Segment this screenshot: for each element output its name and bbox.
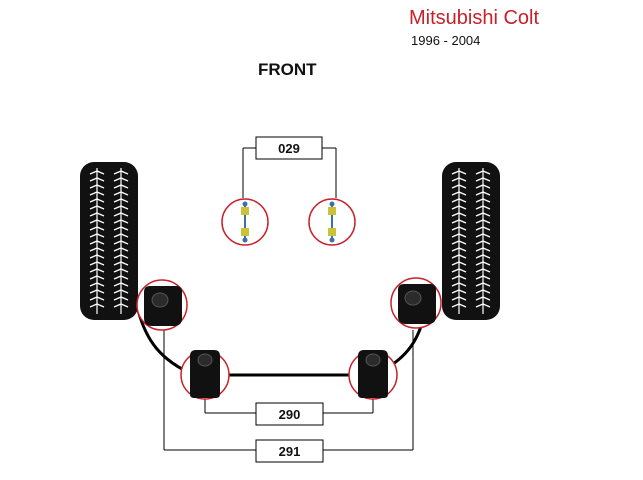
drop-link-bracket: [242, 147, 337, 198]
part-box-291: 291: [255, 439, 324, 463]
left-inner-bush-icon: [180, 350, 230, 400]
anti-roll-bar: [136, 309, 427, 377]
right-drop-link-icon: [308, 198, 356, 246]
right-inner-bush-icon: [348, 350, 398, 400]
part-box-290: 290: [255, 402, 324, 426]
part-box-029: 029: [255, 136, 323, 160]
part-code-290: 290: [279, 407, 301, 422]
part-code-291: 291: [279, 444, 301, 459]
right-outer-bush-icon: [390, 277, 442, 329]
outer-bush-bracket: [163, 330, 414, 451]
left-tyre-icon: [80, 162, 138, 320]
vehicle-title: Mitsubishi Colt: [409, 7, 540, 29]
left-outer-bush-icon: [136, 279, 188, 331]
vehicle-years: 1996 - 2004: [411, 33, 481, 48]
front-label: FRONT: [258, 60, 317, 79]
right-tyre-icon: [442, 162, 500, 320]
inner-bush-bracket: [204, 398, 374, 414]
part-code-029: 029: [278, 141, 300, 156]
left-drop-link-icon: [221, 198, 269, 246]
